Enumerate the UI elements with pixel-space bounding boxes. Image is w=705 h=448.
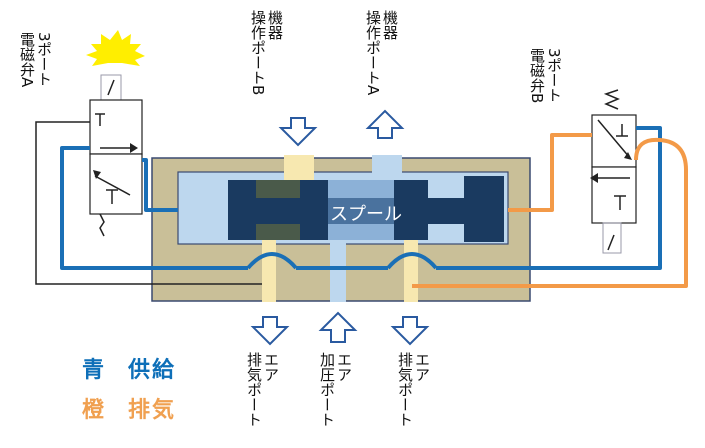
sun-burst-icon bbox=[86, 30, 145, 66]
port-b-channel bbox=[284, 155, 314, 180]
spool bbox=[228, 176, 504, 242]
exhaust-right-arrow-icon bbox=[390, 316, 430, 346]
exhaust-left-arrow-icon bbox=[250, 316, 290, 346]
supply-label: エア加圧ポート bbox=[318, 352, 353, 427]
port-a-label: 機器操作ポートA bbox=[364, 10, 399, 96]
arrows bbox=[250, 109, 430, 346]
exhaust-lines bbox=[412, 133, 688, 288]
solenoid-valve-a bbox=[89, 74, 143, 237]
exhaust-right-label: エア排気ポート bbox=[396, 352, 431, 427]
supply-channel bbox=[330, 240, 346, 302]
exhaust-left-label: エア排気ポート bbox=[245, 352, 280, 427]
port-b-label: 機器操作ポートB bbox=[249, 10, 284, 96]
exhaust-right-channel bbox=[404, 240, 418, 302]
signal-wire bbox=[35, 121, 262, 285]
port-b-arrow-icon bbox=[278, 117, 318, 147]
port-a-arrow-icon bbox=[365, 109, 405, 139]
valve-a-label: 3ポート電磁弁A bbox=[18, 32, 53, 88]
supply-lines bbox=[60, 126, 662, 270]
legend-orange: 橙排気 bbox=[82, 398, 177, 423]
spool-label: スプール bbox=[330, 204, 402, 225]
valve-b-label: 3ポート電磁弁B bbox=[528, 48, 563, 104]
solenoid-valve-b bbox=[590, 89, 637, 254]
exhaust-left-channel bbox=[262, 240, 276, 302]
port-a-channel bbox=[372, 155, 402, 180]
legend-blue: 青供給 bbox=[82, 358, 177, 383]
supply-arrow-icon bbox=[318, 311, 358, 343]
